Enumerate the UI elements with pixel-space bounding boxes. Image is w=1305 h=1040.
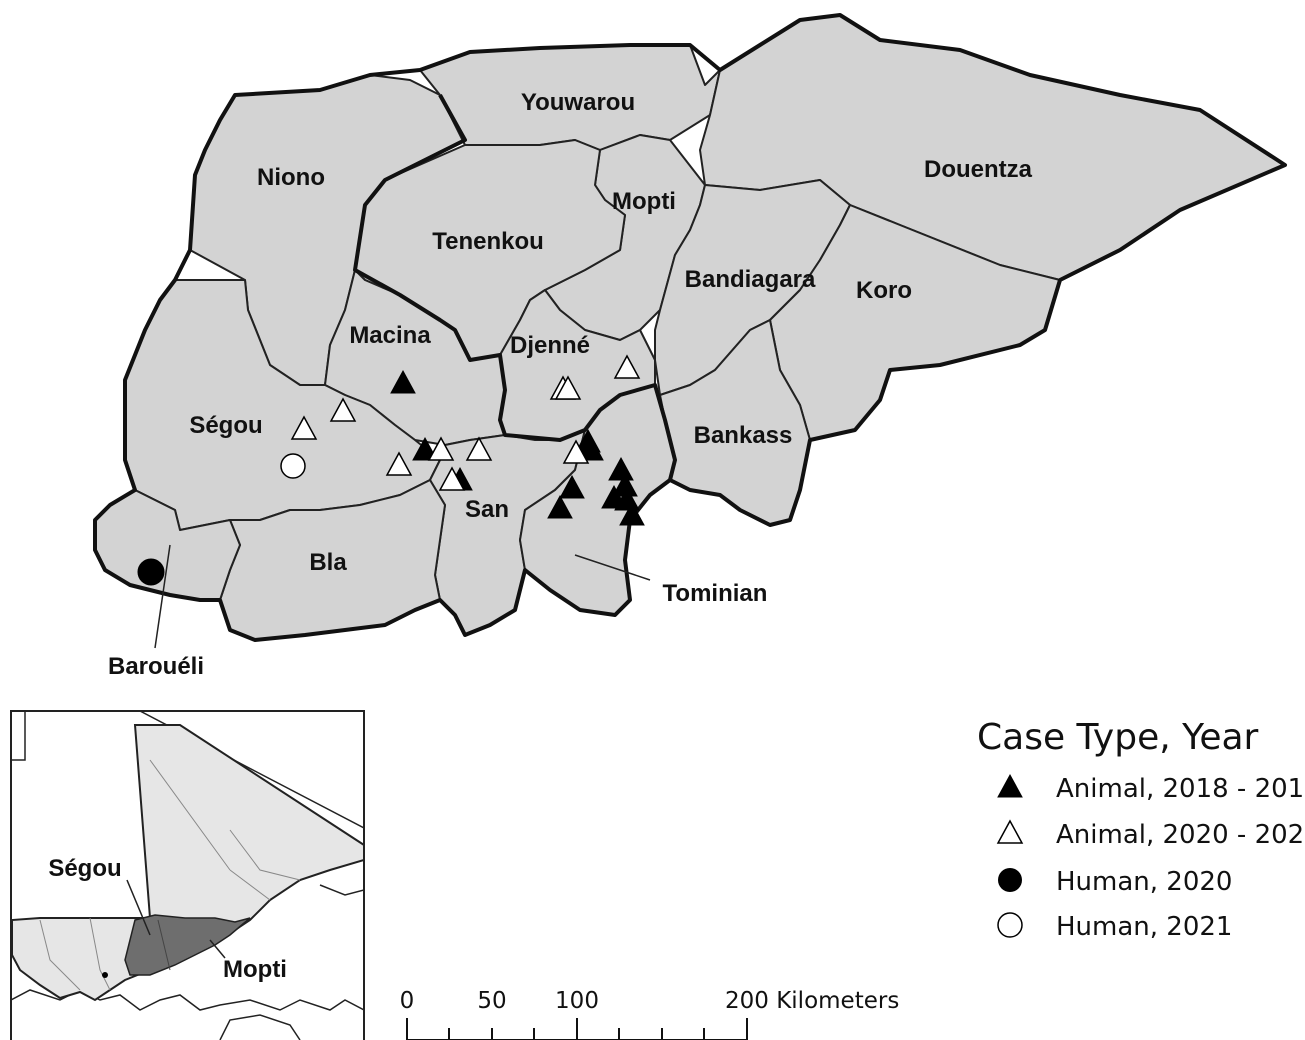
legend-open-triangle-icon (996, 819, 1024, 844)
legend-title: Case Type, Year (977, 717, 1259, 758)
case-marker-human-2020 (137, 558, 165, 586)
legend: Case Type, Year Animal, 2018 - 2019 Anim… (977, 717, 1305, 942)
case-marker-animal-2018-2019 (619, 501, 645, 526)
leader-line-tominian (574, 554, 651, 581)
inset-mali (11, 724, 364, 1002)
region-boundary-outer (93, 13, 1287, 642)
inset-label-segou: Ségou (48, 855, 121, 882)
label-bankass: Bankass (694, 422, 793, 449)
label-baroueli: Barouéli (108, 653, 204, 680)
label-mopti: Mopti (612, 188, 676, 215)
case-marker-animal-2020-2021 (290, 415, 318, 440)
label-bandiagara: Bandiagara (685, 266, 816, 293)
case-marker-animal-2018-2019 (608, 456, 634, 481)
label-segou: Ségou (189, 412, 262, 439)
scale-bar: 0 50 100 200 Kilometers (400, 988, 899, 1040)
label-youwarou: Youwarou (521, 89, 635, 116)
case-marker-animal-2020-2021 (427, 436, 455, 461)
label-tominian: Tominian (663, 580, 768, 607)
label-niono: Niono (257, 164, 325, 191)
legend-item-label: Human, 2020 (1056, 867, 1232, 897)
label-san: San (465, 496, 509, 523)
scale-tick-label: 200 Kilometers (725, 988, 899, 1014)
legend-item-label: Animal, 2020 - 2021 (1056, 820, 1305, 850)
label-bla: Bla (309, 549, 347, 576)
case-marker-human-2021 (280, 453, 306, 479)
label-tenenkou: Tenenkou (432, 228, 544, 255)
label-djenne: Djenné (510, 332, 590, 359)
case-marker-animal-2018-2019 (412, 436, 438, 461)
label-macina: Macina (349, 322, 431, 349)
case-marker-animal-2018-2019 (578, 436, 604, 461)
region-boundary-segou-mopti (353, 94, 677, 481)
case-marker-animal-2020-2021 (562, 439, 590, 464)
legend-item-label: Animal, 2018 - 2019 (1056, 774, 1305, 804)
scale-tick-label: 50 (477, 988, 506, 1014)
inset-label-mopti: Mopti (223, 956, 287, 983)
case-marker-animal-2020-2021 (385, 451, 413, 476)
legend-filled-circle-icon (998, 868, 1022, 892)
inset-map (11, 711, 364, 1040)
case-marker-animal-2018-2019 (390, 369, 416, 394)
case-marker-animal-2018-2019 (559, 474, 585, 499)
case-marker-animal-2018-2019 (547, 494, 573, 519)
inset-segou-mopti (124, 914, 251, 976)
case-marker-animal-2020-2021 (438, 466, 466, 491)
scale-tick-label: 0 (400, 988, 415, 1014)
legend-open-circle-icon (997, 912, 1023, 938)
label-douentza: Douentza (924, 156, 1033, 183)
legend-filled-triangle-icon (997, 773, 1023, 798)
case-marker-animal-2020-2021 (465, 436, 493, 461)
scale-tick-label: 100 (555, 988, 599, 1014)
case-marker-animal-2020-2021 (554, 375, 582, 400)
leader-line-baroueli (154, 544, 171, 649)
case-marker-animal-2020-2021 (613, 354, 641, 379)
inset-frame (10, 710, 365, 1040)
label-koro: Koro (856, 277, 912, 304)
case-marker-animal-2020-2021 (329, 397, 357, 422)
legend-item-label: Human, 2021 (1056, 912, 1232, 942)
